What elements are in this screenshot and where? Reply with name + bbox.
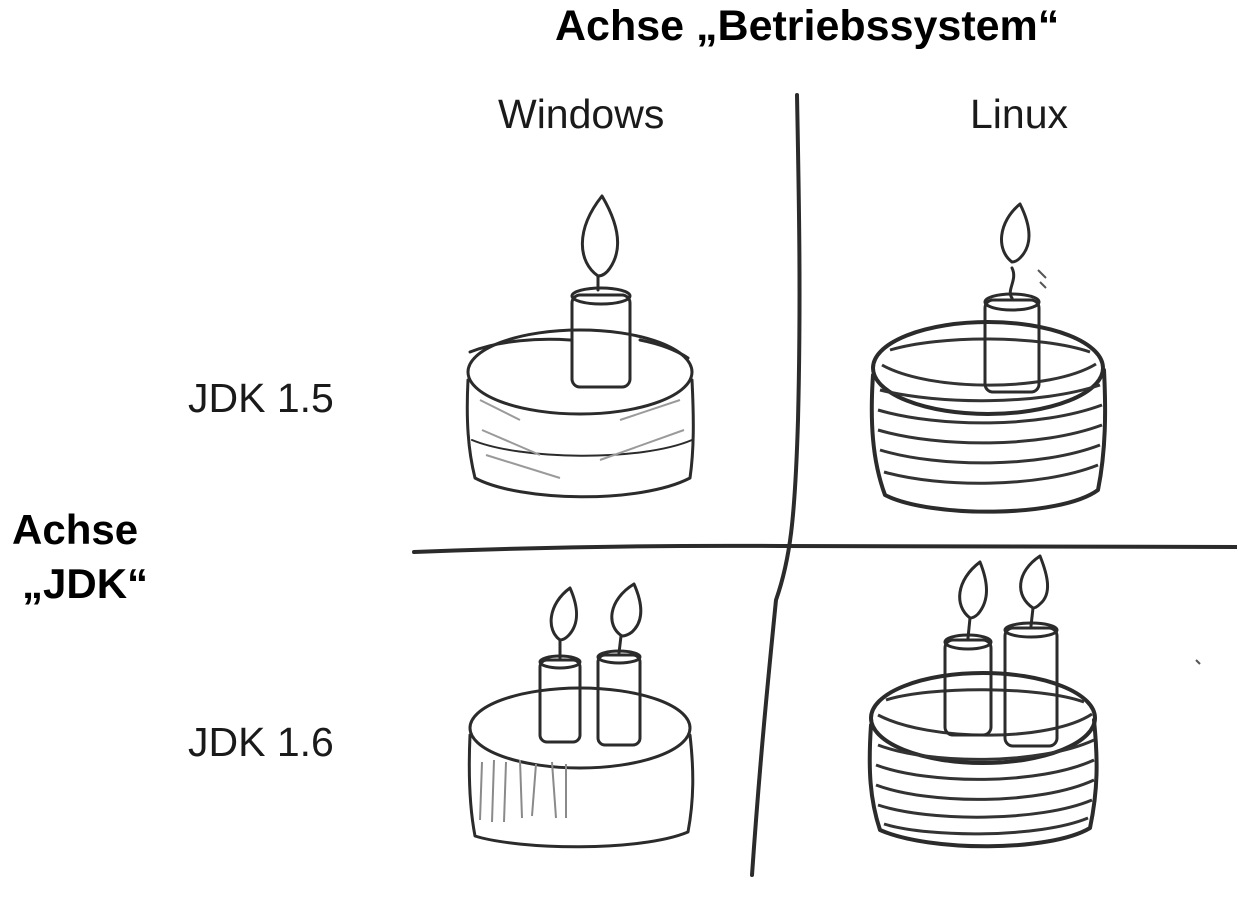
candle-flame [1019, 554, 1049, 610]
column-label-linux: Linux [970, 91, 1069, 137]
cake-top [466, 328, 694, 416]
candle-flame [958, 560, 988, 620]
cake-top-ridge [468, 337, 690, 360]
column-label-windows: Windows [498, 91, 665, 137]
candle-icon [1003, 554, 1059, 748]
candle-wick [617, 634, 623, 655]
candle-flame [610, 582, 643, 638]
horizontal-divider-line [412, 543, 1237, 554]
axis-title-os: Achse „Betriebssystem“ [555, 2, 1060, 50]
stray-pencil-marks [1037, 269, 1201, 665]
candle-icon [596, 582, 643, 747]
axis-title-jdk-line2: „JDK“ [22, 560, 149, 607]
axis-title-jdk-line1: Achse [12, 506, 139, 553]
candle-wick [1029, 606, 1035, 628]
cake-shading [479, 399, 685, 479]
cake-jdk16-linux [867, 554, 1099, 849]
candle-flame [580, 194, 619, 278]
cake-jdk16-windows [467, 582, 695, 849]
candle-icon [983, 202, 1041, 394]
cake-body [869, 368, 1108, 514]
candle-wick [966, 616, 972, 640]
row-label-jdk16: JDK 1.6 [188, 719, 334, 765]
candle-flame [1000, 202, 1031, 264]
row-label-jdk15: JDK 1.5 [188, 375, 334, 421]
candle-flame [549, 586, 578, 642]
candle-body [943, 638, 993, 737]
candle-body [1003, 626, 1059, 748]
axis-lines [412, 93, 1237, 877]
cake-body [467, 733, 695, 849]
cake-body [867, 718, 1099, 849]
candle-icon [943, 560, 993, 737]
cake-top [869, 671, 1097, 765]
cake-bottom [471, 439, 693, 457]
candle-body [983, 298, 1041, 394]
cake-top [871, 320, 1105, 416]
vertical-divider-line [750, 93, 802, 877]
candle-wick [1008, 266, 1016, 300]
candle-body [538, 658, 582, 744]
candle-icon [570, 194, 632, 389]
cake-shading [877, 337, 1103, 485]
axis-title-jdk: Achse „JDK“ [12, 503, 148, 611]
cake-jdk15-linux [869, 202, 1108, 514]
cake-shading [875, 688, 1095, 836]
candle-body [596, 653, 642, 747]
cake-jdk15-windows [465, 194, 695, 499]
cake-shading [479, 759, 567, 823]
candle-body [570, 293, 632, 389]
cake-body [465, 378, 695, 499]
candle-icon [538, 586, 582, 744]
